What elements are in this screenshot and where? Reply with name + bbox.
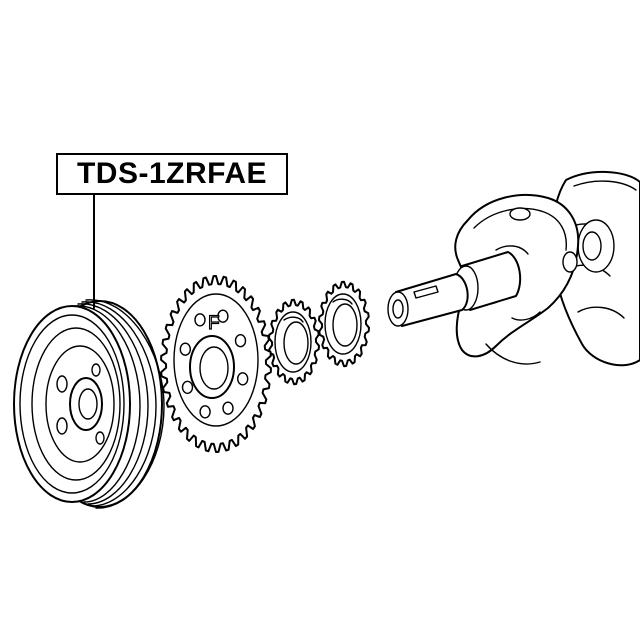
- crankshaft-position-sensor-plate-icon: F: [160, 275, 272, 453]
- sprocket-letter: F: [208, 313, 220, 334]
- crankshaft-icon: [387, 171, 640, 367]
- timing-sprocket-key-icon: [318, 280, 370, 368]
- part-number-label: TDS-1ZRFAE: [56, 153, 288, 195]
- bolt-hole: [194, 313, 206, 327]
- bolt-hole: [217, 309, 229, 323]
- bolt-hole: [199, 405, 211, 419]
- crankshaft-pulley-icon: [13, 299, 165, 509]
- bolt-hole: [179, 342, 192, 356]
- bolt-hole: [181, 380, 194, 394]
- timing-sprocket-small-icon: [268, 298, 320, 386]
- bolt-hole: [234, 334, 247, 348]
- bolt-hole: [222, 401, 234, 415]
- bolt-hole: [236, 372, 249, 386]
